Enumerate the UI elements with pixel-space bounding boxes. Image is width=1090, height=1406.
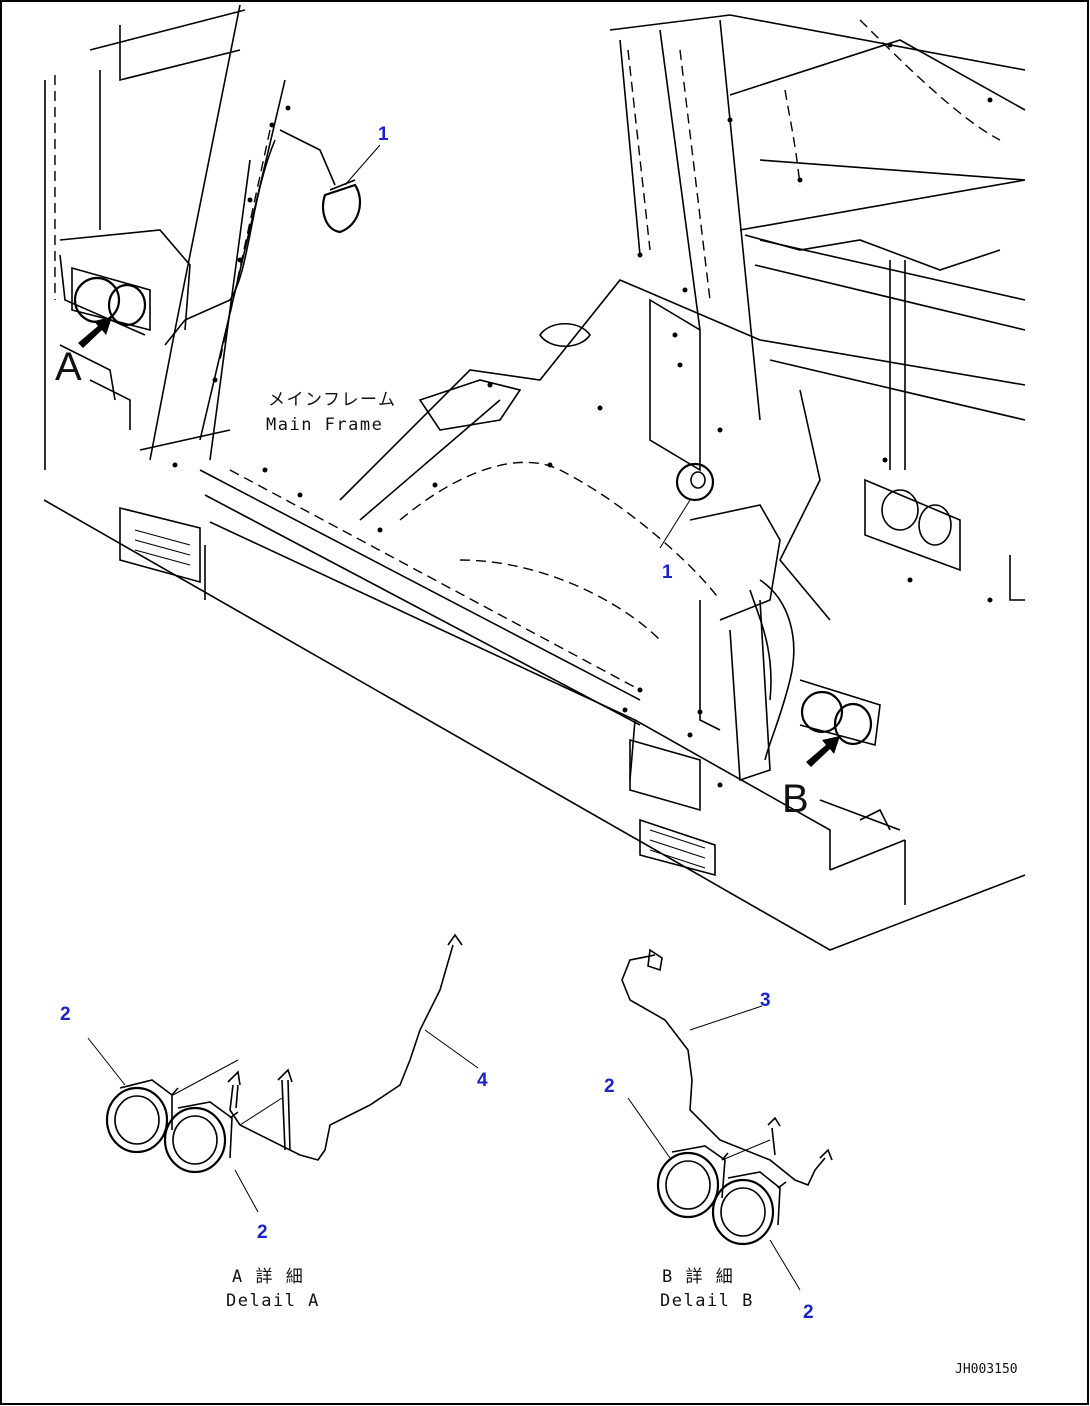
detail-a-label-jp: A 詳 細 (232, 1267, 304, 1287)
detail-b-label-jp: B 詳 細 (662, 1267, 734, 1287)
lamp-housing-a (71, 266, 151, 332)
detail-a-drawing (87, 933, 479, 1213)
detail-b-label-en: Delail B (660, 1291, 754, 1311)
part-1-upper (322, 179, 362, 234)
callout-4: 4 (477, 1070, 488, 1091)
callout-2-a-upper: 2 (60, 1004, 71, 1025)
drawing-code: JH003150 (955, 1362, 1018, 1377)
part-1-center (675, 462, 715, 502)
arrow-b (806, 736, 840, 767)
callout-1-center: 1 (662, 562, 673, 583)
callout-2-b-lower: 2 (803, 1302, 814, 1323)
detail-b-drawing (621, 948, 833, 1291)
main-frame-label-jp: メインフレーム (268, 390, 396, 410)
main-frame-label-en: Main Frame (266, 415, 383, 435)
callout-1-upper: 1 (378, 124, 389, 145)
callout-2-b-upper: 2 (604, 1076, 615, 1097)
callout-3: 3 (760, 990, 771, 1011)
arrow-b-label: B (782, 777, 809, 821)
callout-2-a-lower: 2 (257, 1222, 268, 1243)
arrow-a-label: A (55, 345, 82, 389)
arrow-a (78, 317, 112, 348)
lamp-housing-b (799, 679, 881, 747)
main-frame-drawing (43, 4, 1026, 951)
bolts (172, 42, 993, 788)
detail-a-label-en: Delail A (226, 1291, 320, 1311)
